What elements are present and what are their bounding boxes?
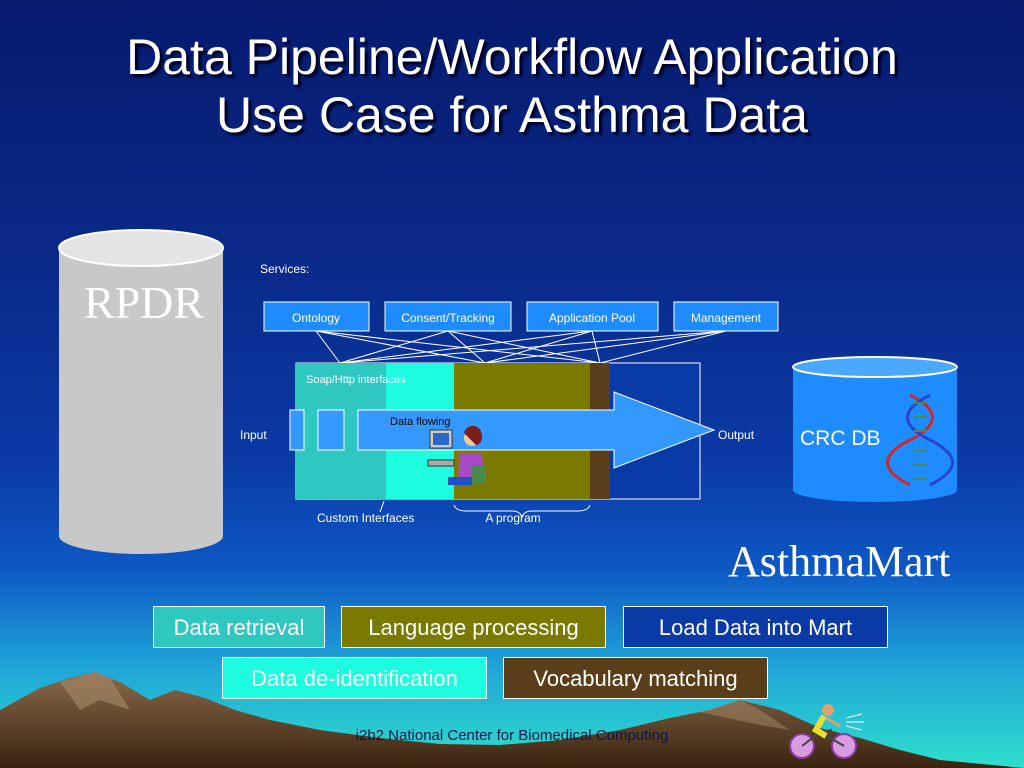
- soap-interfaces-label: Soap/Http interfaces: [306, 374, 406, 386]
- crc-db-cylinder: CRC DB: [792, 356, 958, 502]
- service-ontology: [263, 301, 370, 332]
- mountains-icon: [0, 672, 1024, 768]
- asthmamart-label: AsthmaMart: [728, 537, 951, 586]
- services-label: Services:: [260, 262, 309, 276]
- slide-title: Data Pipeline/Workflow Application Use C…: [0, 28, 1024, 144]
- service-application-pool-label: Application Pool: [549, 311, 635, 325]
- rpdr-label: RPDR: [84, 277, 204, 328]
- custom-interfaces-label: Custom Interfaces: [317, 511, 414, 525]
- data-flow-arrow: [357, 391, 716, 469]
- step-data-retrieval: Data retrieval: [153, 606, 325, 648]
- cyclist-icon: [789, 704, 864, 759]
- input-slot-1: [289, 409, 305, 451]
- custom-interfaces-pointer: [379, 500, 385, 513]
- title-line-2: Use Case for Asthma Data: [216, 87, 808, 143]
- data-flowing-label: Data flowing: [390, 416, 451, 428]
- footer-text: i2b2 National Center for Biomedical Comp…: [355, 727, 669, 744]
- service-management: [673, 301, 779, 332]
- program-brace: [453, 504, 591, 519]
- person-at-computer-icon: [427, 425, 486, 485]
- output-label: Output: [718, 428, 755, 442]
- service-consent-tracking: [384, 301, 512, 332]
- service-connectors: [315, 330, 727, 364]
- pipeline-diagram: Services: Ontology Consent/Tracking Appl…: [240, 262, 779, 525]
- service-consent-tracking-label: Consent/Tracking: [401, 311, 495, 325]
- step-language-processing: Language processing: [341, 606, 606, 648]
- service-ontology-label: Ontology: [292, 311, 340, 325]
- input-label: Input: [240, 428, 267, 442]
- step-data-de-identification: Data de-identification: [222, 657, 487, 699]
- crc-db-label: CRC DB: [800, 427, 881, 450]
- step-load-data-into-mart: Load Data into Mart: [623, 606, 888, 648]
- service-application-pool: [526, 301, 659, 332]
- step-vocabulary-matching: Vocabulary matching: [503, 657, 768, 699]
- title-line-1: Data Pipeline/Workflow Application: [126, 29, 898, 85]
- program-label: A program: [485, 511, 540, 525]
- input-slot-2: [317, 409, 345, 451]
- rpdr-cylinder: RPDR: [58, 229, 224, 554]
- service-management-label: Management: [691, 311, 762, 325]
- dna-icon: [886, 393, 954, 487]
